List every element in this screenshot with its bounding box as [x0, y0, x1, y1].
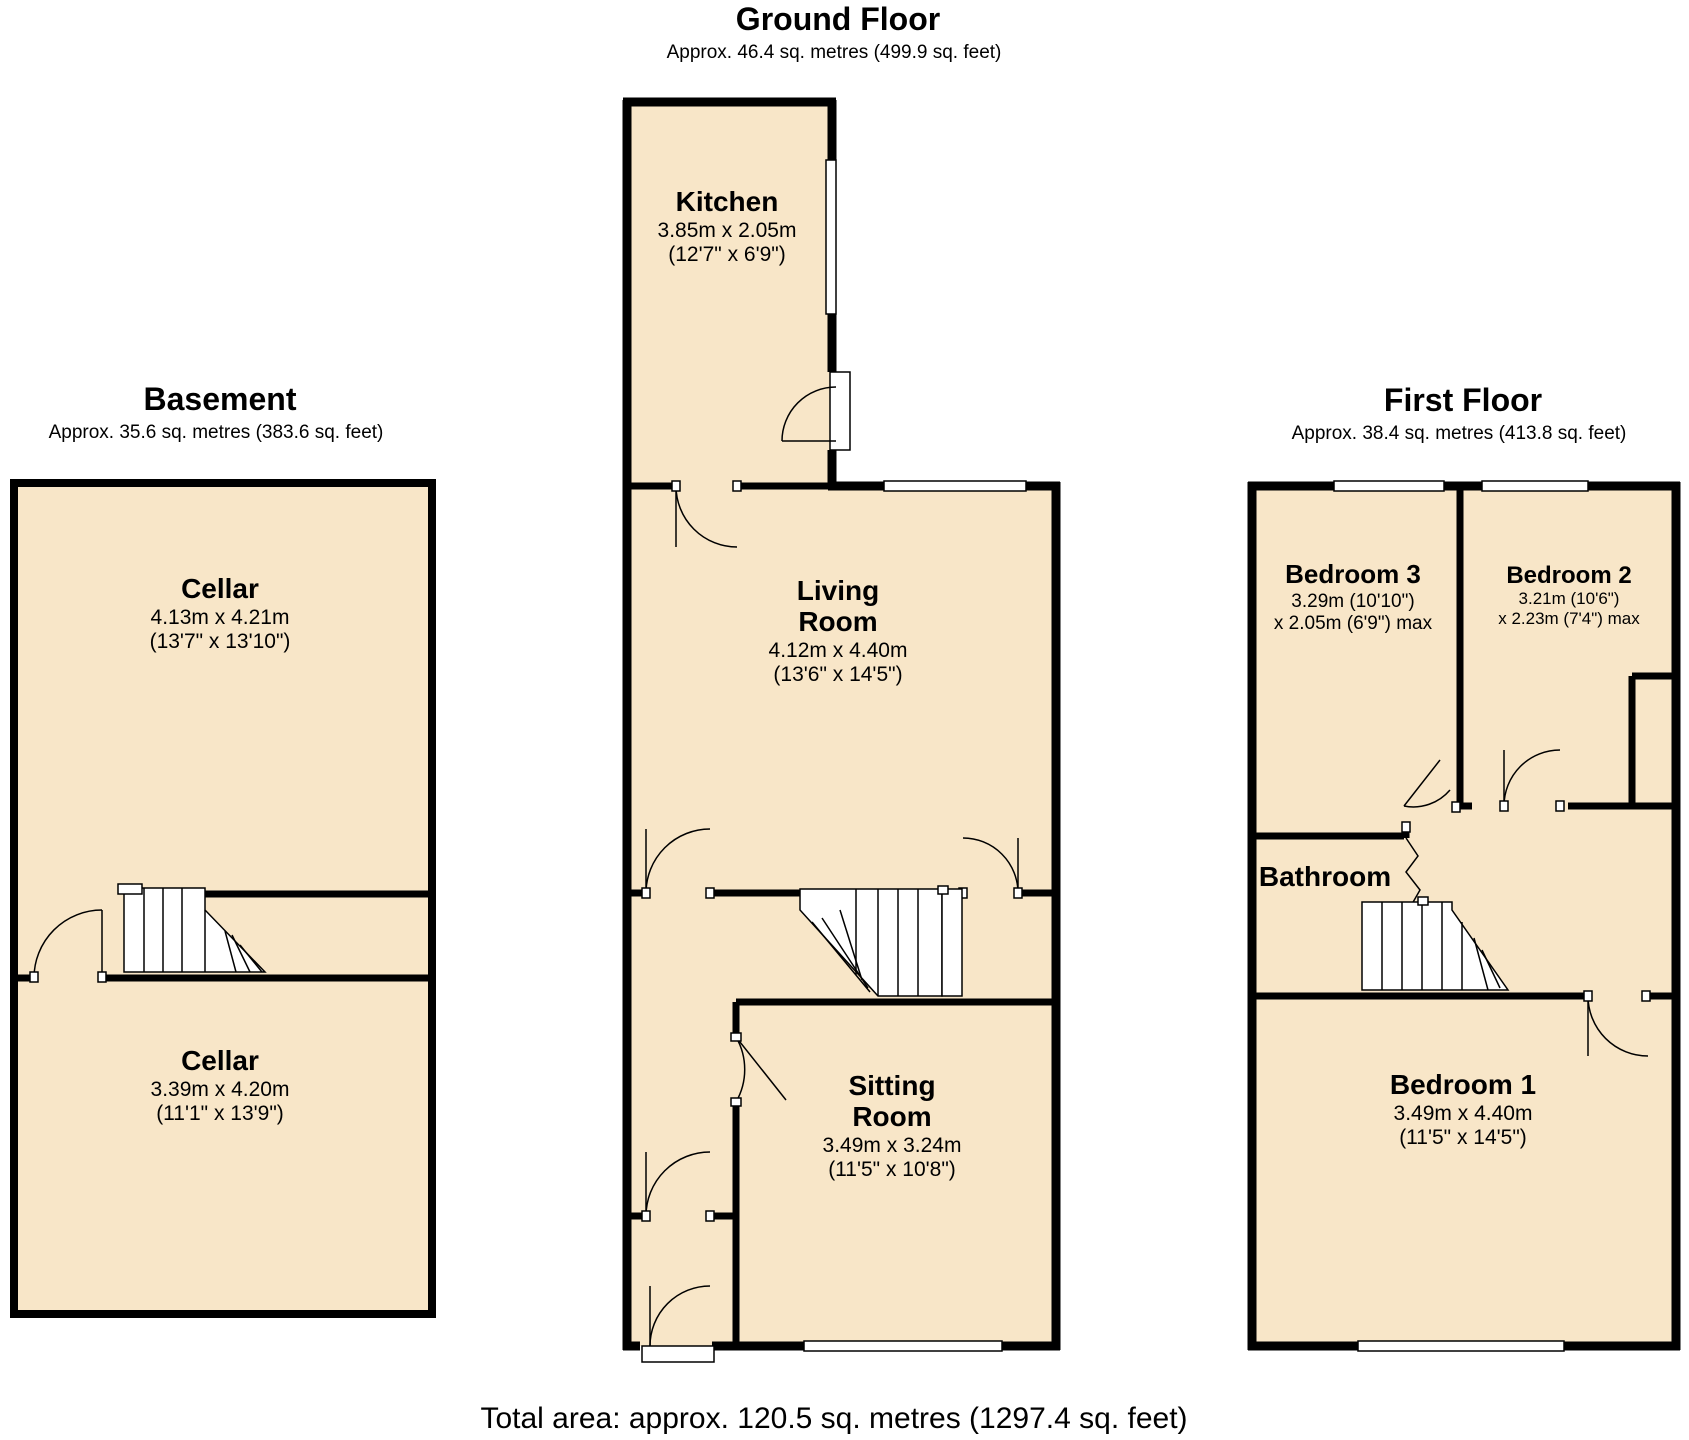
first-inner-walls	[1252, 486, 1676, 1000]
bedroom2-name: Bedroom 2	[1506, 562, 1631, 589]
living-room-dim-m: 4.12m x 4.40m	[769, 639, 908, 662]
ground-doors	[641, 386, 1023, 1347]
ground-windows	[641, 159, 1027, 1363]
basement-title: Basement	[144, 381, 297, 417]
bedroom1-name: Bedroom 1	[1390, 1069, 1536, 1100]
bedroom2-window	[1481, 480, 1589, 492]
cellar-bottom-dim-m: 3.39m x 4.20m	[151, 1078, 290, 1101]
ground-floor-title: Ground Floor	[736, 1, 940, 37]
basement-area: Approx. 35.6 sq. metres (383.6 sq. feet)	[49, 422, 384, 443]
first-floor-plan: Bedroom 3 3.29m (10'10") x 2.05m (6'9") …	[1247, 480, 1681, 1352]
bedroom2-dim-ft: x 2.23m (7'4") max	[1498, 609, 1640, 628]
first-stairs	[1361, 896, 1510, 991]
cellar-bottom-name: Cellar	[181, 1045, 259, 1076]
living-room-dim-ft: (13'6" x 14'5")	[773, 663, 902, 686]
sitting-room-name-1: Sitting	[848, 1070, 935, 1101]
basement-door	[29, 909, 107, 983]
basement-floor	[10, 479, 436, 1318]
bedroom3-name: Bedroom 3	[1285, 559, 1421, 589]
ground-floor-area: Approx. 46.4 sq. metres (499.9 sq. feet)	[667, 42, 1002, 63]
bathroom-name: Bathroom	[1259, 861, 1391, 892]
ground-outer-walls	[622, 97, 1061, 1351]
bedroom3-dim-ft: x 2.05m (6'9") max	[1274, 613, 1433, 634]
bedroom2-dim-m: 3.21m (10'6")	[1519, 589, 1620, 608]
ground-floor-plan: Kitchen 3.85m x 2.05m (12'7" x 6'9") Liv…	[622, 97, 1061, 1363]
sitting-front-window	[803, 1340, 1003, 1352]
bedroom1-dim-ft: (11'5" x 14'5")	[1399, 1126, 1527, 1149]
living-room-name-1: Living	[797, 575, 879, 606]
sitting-room-name-2: Room	[852, 1101, 931, 1132]
cellar-bottom-dim-ft: (11'1" x 13'9")	[156, 1102, 284, 1125]
cellar-top-name: Cellar	[181, 573, 259, 604]
bedroom1-dim-m: 3.49m x 4.40m	[1394, 1102, 1533, 1125]
sitting-room-dim-m: 3.49m x 3.24m	[823, 1134, 962, 1157]
kitchen-dim-m: 3.85m x 2.05m	[658, 219, 797, 242]
kitchen-side-door-frame	[829, 371, 851, 451]
kitchen-dim-ft: (12'7" x 6'9")	[668, 243, 785, 266]
living-room-name-2: Room	[798, 606, 877, 637]
basement-stairs	[117, 883, 267, 973]
bedroom3-window	[1333, 480, 1445, 492]
first-doors	[1401, 749, 1651, 1057]
ground-stairs	[799, 885, 963, 997]
bedroom1-window	[1357, 1340, 1565, 1352]
first-floor-title: First Floor	[1384, 382, 1542, 418]
first-outer-walls	[1247, 481, 1681, 1351]
cellar-top-dim-ft: (13'7" x 13'10")	[150, 630, 291, 653]
first-windows	[1333, 480, 1589, 1352]
first-floor-area: Approx. 38.4 sq. metres (413.8 sq. feet)	[1292, 423, 1627, 444]
cellar-top-dim-m: 4.13m x 4.21m	[151, 606, 290, 629]
living-rear-window	[883, 480, 1027, 492]
first-floor-fill	[1252, 486, 1676, 1346]
basement-plan: Cellar 4.13m x 4.21m (13'7" x 13'10") Ce…	[10, 479, 436, 1318]
total-area: Total area: approx. 120.5 sq. metres (12…	[480, 1402, 1187, 1435]
kitchen-side-window	[825, 159, 837, 315]
sitting-room-dim-ft: (11'5" x 10'8")	[828, 1158, 956, 1181]
bedroom3-dim-m: 3.29m (10'10")	[1291, 591, 1414, 612]
front-door-step	[641, 1345, 715, 1363]
kitchen-name: Kitchen	[676, 186, 779, 217]
